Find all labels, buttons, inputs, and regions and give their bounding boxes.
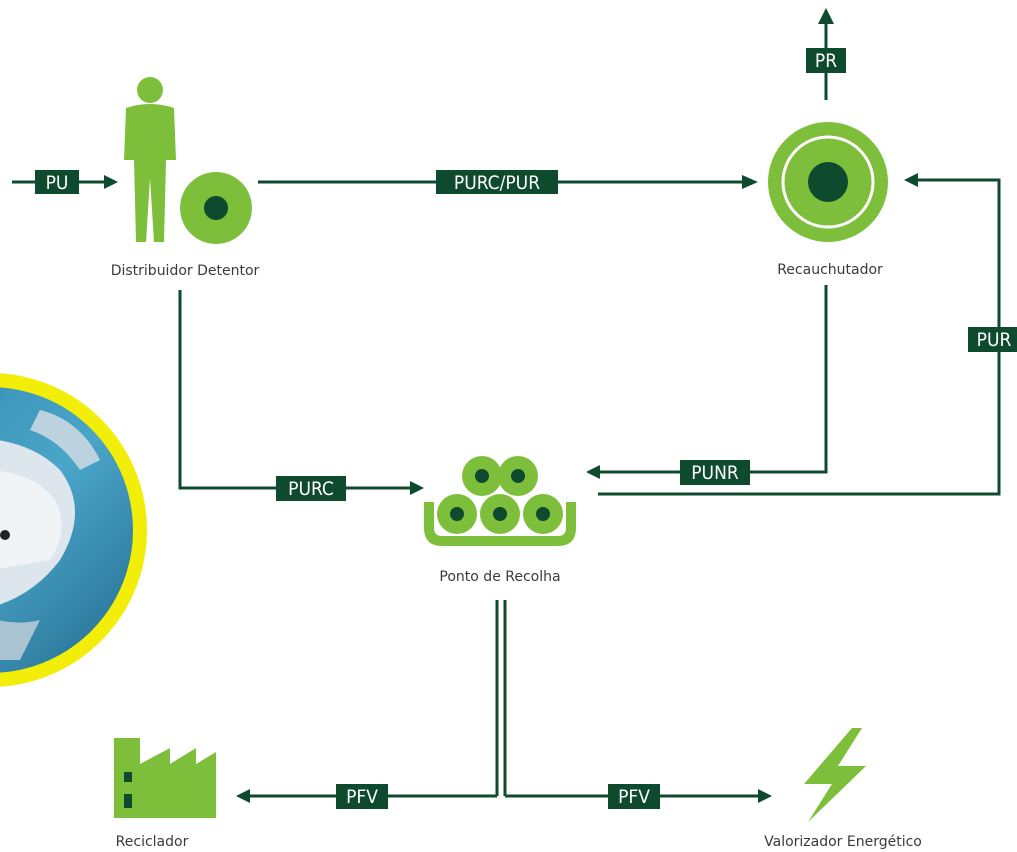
flow-label-pur: PUR — [968, 327, 1017, 352]
node-label-valorizador: Valorizador Energético — [764, 834, 922, 850]
svg-text:PU: PU — [46, 172, 69, 194]
flow-label-pfv-left: PFV — [336, 784, 388, 809]
svg-text:PFV: PFV — [346, 786, 378, 808]
flow-label-purc: PURC — [276, 476, 346, 501]
svg-text:PR: PR — [815, 50, 837, 72]
flow-label-pfv-right: PFV — [608, 784, 660, 809]
tire-icon — [180, 172, 252, 244]
tire-stack-icon — [424, 456, 576, 546]
flow-label-pu: PU — [35, 170, 79, 194]
svg-text:PFV: PFV — [618, 786, 650, 808]
flow-label-punr: PUNR — [680, 460, 750, 485]
svg-text:PURC: PURC — [288, 478, 334, 500]
node-reciclador: Reciclador — [114, 738, 216, 850]
factory-icon — [114, 738, 216, 818]
node-valorizador-energetico: Valorizador Energético — [764, 728, 922, 850]
flow-label-purc-pur: PURC/PUR — [436, 170, 558, 194]
node-recauchutador: Recauchutador — [768, 122, 888, 278]
circular-photo — [0, 373, 147, 687]
node-label-reciclador: Reciclador — [116, 834, 189, 850]
person-icon — [124, 77, 176, 242]
svg-text:PUR: PUR — [977, 329, 1012, 351]
node-ponto-de-recolha: Ponto de Recolha — [424, 456, 576, 585]
node-distribuidor-detentor: Distribuidor Detentor — [111, 77, 260, 279]
node-label-ponto-recolha: Ponto de Recolha — [439, 569, 560, 585]
flow-label-pr: PR — [806, 48, 846, 73]
node-label-distribuidor: Distribuidor Detentor — [111, 263, 260, 279]
lightning-bolt-icon — [804, 728, 866, 822]
svg-text:PUNR: PUNR — [691, 462, 739, 484]
retread-tire-icon — [768, 122, 888, 242]
svg-text:PURC/PUR: PURC/PUR — [454, 172, 540, 194]
node-label-recauchutador: Recauchutador — [777, 262, 883, 278]
